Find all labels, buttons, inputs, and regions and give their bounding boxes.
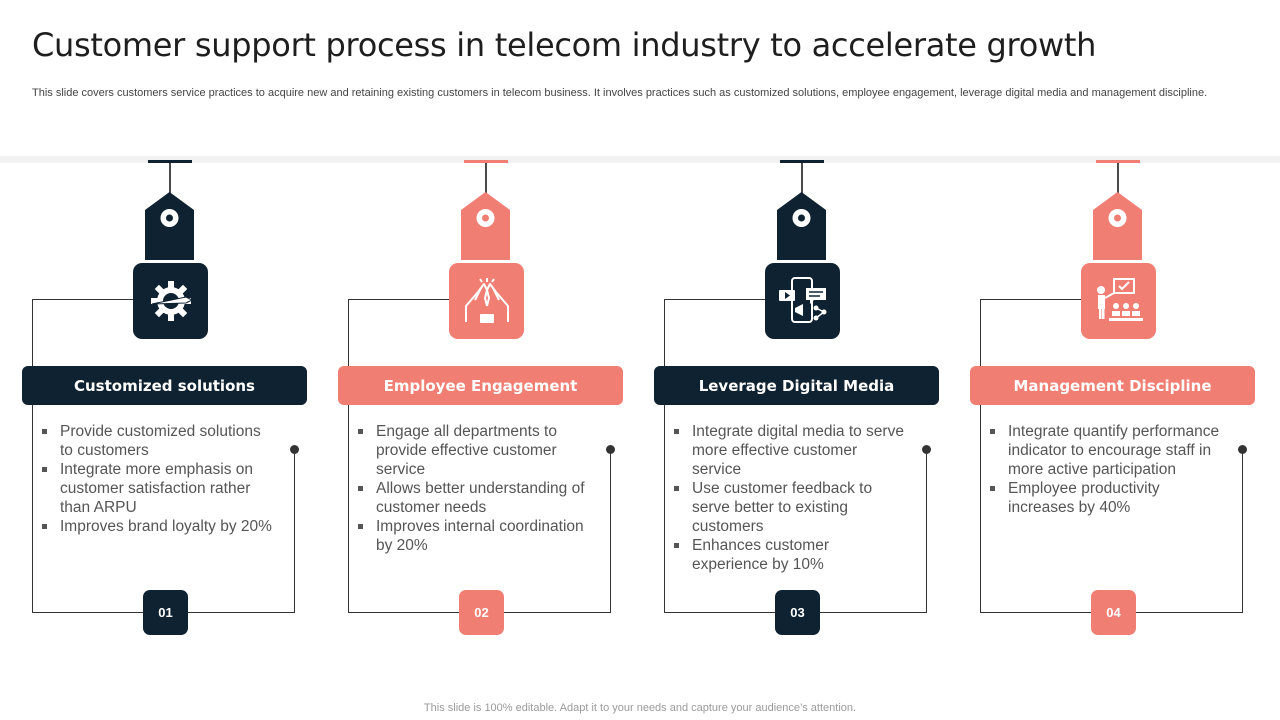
- price-tag-icon: [777, 192, 826, 260]
- price-tag-icon: [145, 192, 194, 260]
- digital-media-icon: [778, 277, 826, 323]
- gear-pencil-icon: [150, 281, 193, 321]
- list-item: Use customer feedback to serve better to…: [674, 479, 908, 536]
- card-heading: Customized solutions: [22, 366, 307, 405]
- card-employee-engagement: Employee Engagement Engage all departmen…: [316, 0, 623, 720]
- tag-string: [485, 163, 487, 193]
- slide-footer: This slide is 100% editable. Adapt it to…: [423, 702, 857, 714]
- price-tag-icon: [1093, 192, 1142, 260]
- list-item: Allows better understanding of customer …: [358, 479, 592, 517]
- list-item: Integrate digital media to serve more ef…: [674, 422, 908, 479]
- list-item: Employee productivity increases by 40%: [990, 479, 1224, 517]
- tag-hanger: [780, 160, 824, 163]
- card-heading: Employee Engagement: [338, 366, 623, 405]
- connector-line: [980, 299, 981, 612]
- tag-hanger: [464, 160, 508, 163]
- step-number: 03: [775, 590, 820, 635]
- connector-line: [610, 449, 611, 613]
- card-customized-solutions: Customized solutions Provide customized …: [0, 0, 307, 720]
- tag-hanger: [1096, 160, 1140, 163]
- card-points: Integrate digital media to serve more ef…: [674, 422, 908, 574]
- connector-line: [32, 299, 133, 300]
- connector-line: [980, 299, 1081, 300]
- connector-line: [664, 299, 765, 300]
- connector-line: [926, 449, 927, 613]
- connector-line: [32, 299, 33, 612]
- tag-string: [1117, 163, 1119, 193]
- card-heading: Management Discipline: [970, 366, 1255, 405]
- tag-hanger: [148, 160, 192, 163]
- step-number: 04: [1091, 590, 1136, 635]
- card-heading: Leverage Digital Media: [654, 366, 939, 405]
- list-item: Provide customized solutions to customer…: [42, 422, 276, 460]
- card-management-discipline: Management Discipline Integrate quantify…: [948, 0, 1255, 720]
- connector-line: [1242, 449, 1243, 613]
- card-leverage-digital-media: Leverage Digital Media Integrate digital…: [632, 0, 939, 720]
- connector-line: [348, 299, 349, 612]
- list-item: Integrate more emphasis on customer sati…: [42, 460, 276, 517]
- connector-line: [294, 449, 295, 613]
- list-item: Enhances customer experience by 10%: [674, 536, 908, 574]
- card-points: Provide customized solutions to customer…: [42, 422, 276, 536]
- high-five-icon: [464, 278, 509, 323]
- connector-line: [664, 299, 665, 612]
- icon-box: [449, 263, 524, 339]
- price-tag-icon: [461, 192, 510, 260]
- top-band: [0, 156, 1280, 163]
- step-number: 01: [143, 590, 188, 635]
- list-item: Engage all departments to provide effect…: [358, 422, 592, 479]
- list-item: Integrate quantify performance indicator…: [990, 422, 1224, 479]
- icon-box: [765, 263, 840, 339]
- list-item: Improves brand loyalty by 20%: [42, 517, 276, 536]
- slide-subtitle: This slide covers customers service prac…: [32, 87, 1208, 99]
- tag-string: [169, 163, 171, 193]
- icon-box: [133, 263, 208, 339]
- connector-line: [348, 299, 449, 300]
- tag-string: [801, 163, 803, 193]
- icon-box: [1081, 263, 1156, 339]
- list-item: Improves internal coordination by 20%: [358, 517, 592, 555]
- card-points: Integrate quantify performance indicator…: [990, 422, 1224, 517]
- presentation-icon: [1096, 278, 1143, 321]
- slide-title: Customer support process in telecom indu…: [32, 26, 1097, 64]
- step-number: 02: [459, 590, 504, 635]
- card-points: Engage all departments to provide effect…: [358, 422, 592, 555]
